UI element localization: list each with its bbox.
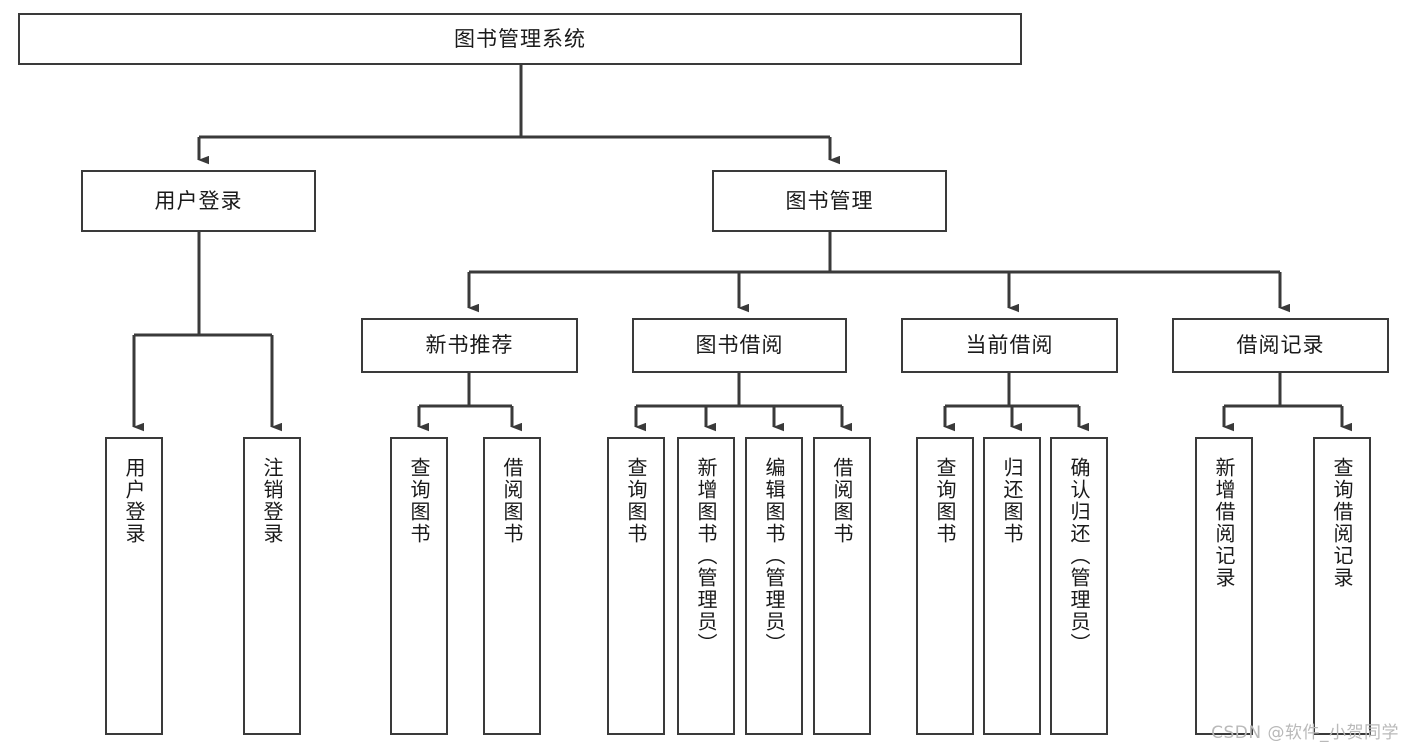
- node-new-book-recommend[interactable]: 新书推荐: [361, 318, 578, 373]
- node-current-borrow[interactable]: 当前借阅: [901, 318, 1118, 373]
- node-leaf-query-book-current[interactable]: 查询图书: [916, 437, 974, 735]
- node-borrow-record[interactable]: 借阅记录: [1172, 318, 1389, 373]
- node-leaf-borrow-book[interactable]: 借阅图书: [813, 437, 871, 735]
- watermark: CSDN @软件_小贺同学: [1211, 723, 1399, 743]
- node-leaf-query-book-borrow-label: 查询图书: [624, 457, 648, 545]
- node-leaf-edit-book-label: 编辑图书（管理员）: [762, 457, 786, 655]
- node-leaf-query-record-label: 查询借阅记录: [1330, 457, 1354, 589]
- node-leaf-user-logout[interactable]: 注销登录: [243, 437, 301, 735]
- node-new-book-recommend-label: 新书推荐: [425, 333, 514, 358]
- node-leaf-borrow-book-rec[interactable]: 借阅图书: [483, 437, 541, 735]
- node-book-manage-label: 图书管理: [785, 188, 874, 213]
- node-borrow-record-label: 借阅记录: [1236, 333, 1325, 358]
- node-leaf-add-record-label: 新增借阅记录: [1212, 457, 1236, 589]
- node-leaf-user-login-label: 用户登录: [122, 457, 146, 545]
- node-leaf-borrow-book-label: 借阅图书: [830, 457, 854, 545]
- node-current-borrow-label: 当前借阅: [965, 333, 1054, 358]
- node-leaf-borrow-book-rec-label: 借阅图书: [500, 457, 524, 545]
- node-leaf-add-record[interactable]: 新增借阅记录: [1195, 437, 1253, 735]
- node-leaf-user-login[interactable]: 用户登录: [105, 437, 163, 735]
- node-leaf-user-logout-label: 注销登录: [260, 457, 284, 545]
- node-book-borrow-label: 图书借阅: [695, 333, 784, 358]
- node-user-login-label: 用户登录: [154, 188, 243, 213]
- node-leaf-query-book-rec[interactable]: 查询图书: [390, 437, 448, 735]
- node-leaf-return-book-label: 归还图书: [1000, 457, 1024, 545]
- node-leaf-add-book-label: 新增图书（管理员）: [694, 457, 718, 655]
- node-root-label: 图书管理系统: [454, 26, 586, 51]
- node-leaf-query-book-borrow[interactable]: 查询图书: [607, 437, 665, 735]
- node-leaf-query-book-current-label: 查询图书: [933, 457, 957, 545]
- node-user-login[interactable]: 用户登录: [81, 170, 316, 232]
- node-book-manage[interactable]: 图书管理: [712, 170, 947, 232]
- node-leaf-add-book[interactable]: 新增图书（管理员）: [677, 437, 735, 735]
- node-leaf-confirm-return[interactable]: 确认归还（管理员）: [1050, 437, 1108, 735]
- node-leaf-edit-book[interactable]: 编辑图书（管理员）: [745, 437, 803, 735]
- node-leaf-query-book-rec-label: 查询图书: [407, 457, 431, 545]
- node-root[interactable]: 图书管理系统: [18, 13, 1022, 65]
- node-leaf-confirm-return-label: 确认归还（管理员）: [1067, 457, 1091, 655]
- node-leaf-return-book[interactable]: 归还图书: [983, 437, 1041, 735]
- node-book-borrow[interactable]: 图书借阅: [632, 318, 847, 373]
- node-leaf-query-record[interactable]: 查询借阅记录: [1313, 437, 1371, 735]
